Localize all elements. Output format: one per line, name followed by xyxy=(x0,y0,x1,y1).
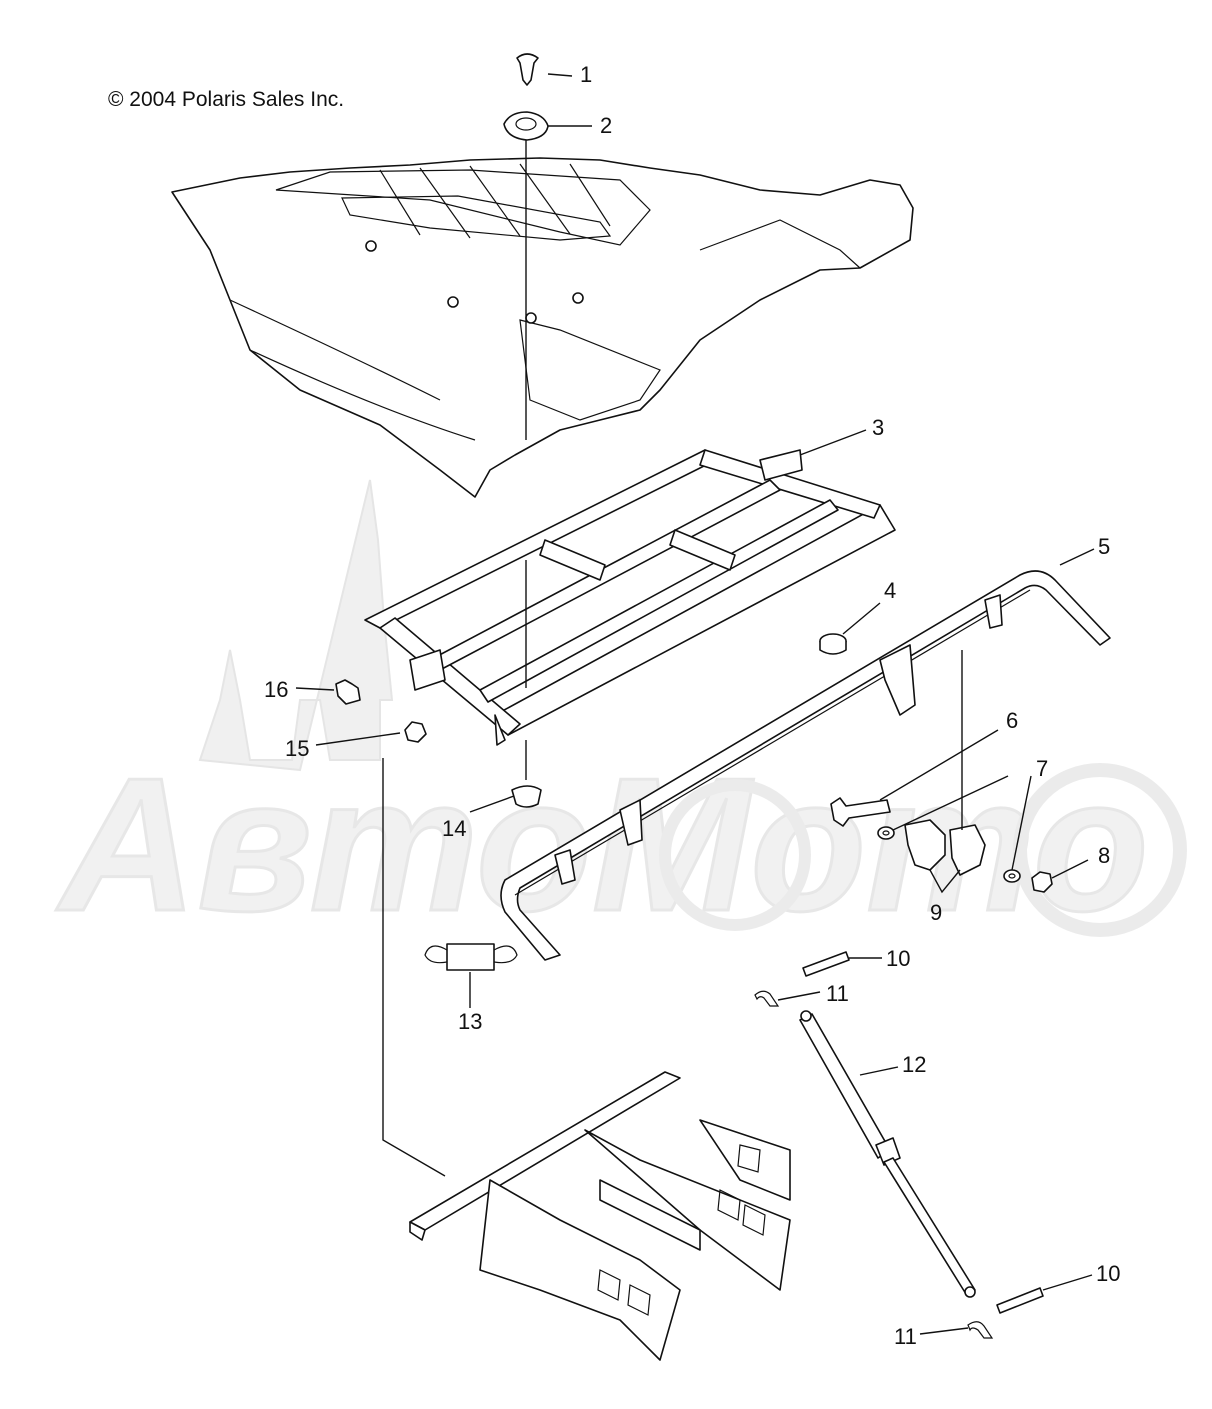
callout-12: 12 xyxy=(902,1052,926,1077)
callout-1: 1 xyxy=(580,62,592,87)
callout-11-lower: 11 xyxy=(894,1324,917,1349)
callout-16: 16 xyxy=(264,677,288,702)
callout-8: 8 xyxy=(1098,843,1110,868)
callout-13: 13 xyxy=(458,1009,482,1034)
clip-part-11b xyxy=(967,1321,994,1339)
callout-10-upper: 10 xyxy=(886,946,910,971)
pin-part-10a xyxy=(802,951,850,977)
copyright-notice: © 2004 Polaris Sales Inc. xyxy=(108,88,345,111)
bolt-part-6 xyxy=(830,797,891,827)
gas-strut-part-12 xyxy=(799,1010,976,1298)
bolt-part-16 xyxy=(335,679,361,705)
callout-3: 3 xyxy=(872,415,884,440)
retainer-part-2 xyxy=(503,111,549,141)
lower-frame-bracket xyxy=(409,1071,791,1361)
screw-part-1 xyxy=(516,53,539,86)
rack-frame-part-3 xyxy=(364,449,896,746)
callout-4: 4 xyxy=(884,578,896,603)
clip-part-11a xyxy=(754,990,780,1007)
rack-rail-part-5 xyxy=(500,570,1111,961)
callout-2: 2 xyxy=(600,113,612,138)
callout-7: 7 xyxy=(1036,756,1048,781)
callout-11-upper: 11 xyxy=(826,981,849,1006)
callout-5: 5 xyxy=(1098,534,1110,559)
washer-part-7a xyxy=(877,826,895,840)
leader-lines xyxy=(295,73,1095,1335)
callout-9: 9 xyxy=(930,900,942,925)
spring-part-13 xyxy=(424,943,518,971)
callout-14: 14 xyxy=(442,816,466,841)
rear-fender-body xyxy=(171,157,914,498)
clamp-part-9 xyxy=(904,819,986,876)
nut-part-15 xyxy=(404,721,427,743)
callout-6: 6 xyxy=(1006,708,1018,733)
callout-15: 15 xyxy=(285,736,309,761)
grommet-part-14 xyxy=(511,785,542,808)
pin-part-10b xyxy=(996,1287,1044,1314)
nut-part-8 xyxy=(1031,871,1053,893)
washer-part-7b xyxy=(1003,869,1021,883)
callout-10-lower: 10 xyxy=(1096,1261,1120,1286)
cap-part-4 xyxy=(819,633,847,655)
